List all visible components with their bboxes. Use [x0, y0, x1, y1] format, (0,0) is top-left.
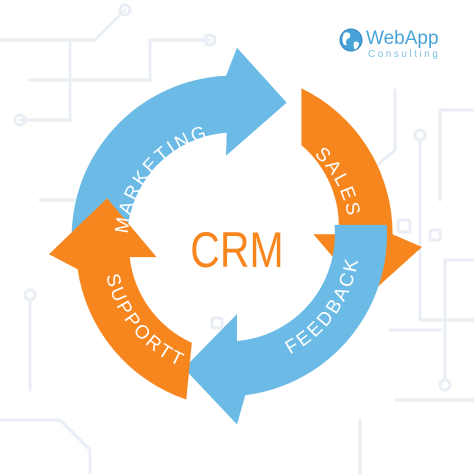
segment-support	[49, 198, 192, 400]
brand-tagline: Consulting	[368, 49, 440, 60]
brand-name: WebApp	[366, 28, 439, 49]
brand-logo: WebApp Consulting	[339, 28, 440, 60]
circuit-background	[0, 3, 474, 474]
center-label: CRM	[190, 222, 283, 278]
segment-sales	[301, 88, 422, 297]
crm-cycle-ring	[49, 47, 422, 425]
globe-icon	[339, 28, 363, 52]
segment-marketing	[71, 47, 287, 243]
segment-feedback	[183, 224, 387, 425]
